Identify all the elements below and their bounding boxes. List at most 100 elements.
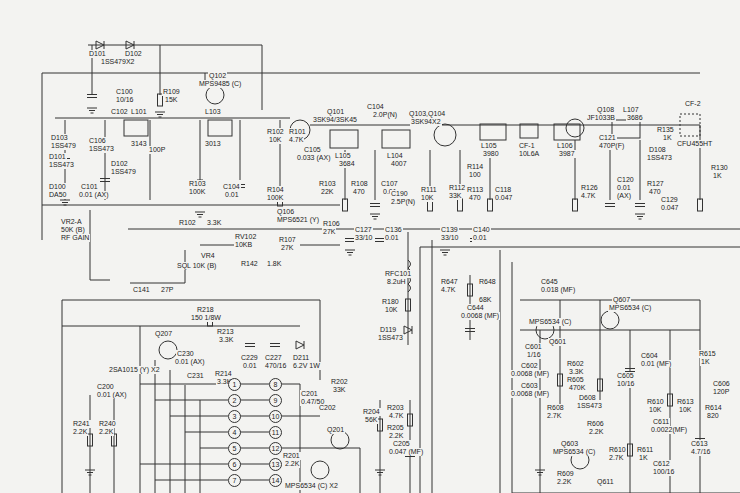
part-label: C136 bbox=[384, 226, 403, 234]
part-label: 3987 bbox=[558, 150, 576, 158]
part-label: R103 bbox=[318, 180, 337, 188]
part-label: R614 bbox=[704, 404, 723, 412]
part-label: C101 bbox=[80, 183, 99, 191]
part-label: 3980 bbox=[482, 150, 500, 158]
part-label: C118 bbox=[494, 186, 512, 194]
part-label: R203 bbox=[386, 404, 405, 412]
part-label: R602 bbox=[566, 360, 585, 368]
terminal-number: 9 bbox=[269, 394, 282, 407]
part-label: C644 bbox=[466, 304, 485, 312]
part-label: C604 bbox=[640, 352, 659, 360]
part-label: 1K bbox=[712, 172, 723, 180]
terminal-number: 2 bbox=[228, 394, 241, 407]
part-label: R101 bbox=[288, 128, 307, 136]
part-label: C603 bbox=[520, 382, 539, 390]
part-label: 1.8K bbox=[266, 260, 282, 268]
part-label: R240 bbox=[98, 420, 117, 428]
part-label: D103 bbox=[50, 134, 69, 142]
part-label: 3.3K bbox=[218, 336, 234, 344]
part-label: CF-2 bbox=[684, 100, 702, 108]
part-label: 1K bbox=[700, 358, 711, 366]
part-label: R106 bbox=[322, 220, 341, 228]
part-label: R608 bbox=[546, 404, 565, 412]
part-label: C129 bbox=[660, 196, 679, 204]
part-label: R606 bbox=[586, 420, 605, 428]
part-label: 1SS473 bbox=[48, 161, 75, 169]
part-label: 0.047 bbox=[494, 194, 514, 202]
part-label: 4.7/16 bbox=[690, 448, 711, 456]
part-label: Q603 bbox=[560, 440, 579, 448]
part-label: 2.2K bbox=[556, 478, 572, 486]
part-label: 27P bbox=[160, 286, 174, 294]
part-label: D211 bbox=[292, 354, 310, 362]
part-label: L103 bbox=[204, 108, 222, 116]
part-label: R609 bbox=[556, 470, 575, 478]
part-label: Q611 bbox=[596, 478, 615, 486]
part-label: 2.2K bbox=[98, 428, 114, 436]
part-label: 1K bbox=[662, 134, 673, 142]
part-label: C140 bbox=[472, 226, 491, 234]
part-label: 1K bbox=[638, 454, 649, 462]
part-label: 6.2V 1W bbox=[292, 362, 321, 370]
terminal-number: 5 bbox=[228, 442, 241, 455]
part-label: CF-1 bbox=[518, 142, 536, 150]
part-label: R615 bbox=[698, 350, 717, 358]
part-label: C107 bbox=[380, 180, 399, 188]
part-label: VR2-A bbox=[60, 218, 83, 226]
part-label: Q601 bbox=[548, 338, 567, 346]
part-label: R611 bbox=[636, 446, 654, 454]
part-label: 10K bbox=[268, 136, 282, 144]
part-label: R107 bbox=[278, 236, 297, 244]
part-label: 2.7K bbox=[546, 412, 562, 420]
part-label: 1SS479 bbox=[50, 142, 77, 150]
part-label: 100K bbox=[266, 194, 284, 202]
part-label: 150 1/8W bbox=[190, 314, 222, 322]
part-label: 0.01 bbox=[224, 191, 240, 199]
part-label: 470K bbox=[568, 384, 586, 392]
part-label: 470 bbox=[468, 194, 482, 202]
part-label: R218 bbox=[196, 306, 215, 314]
part-label: C612 bbox=[652, 460, 671, 468]
part-label: 1SS473 bbox=[88, 145, 115, 153]
part-label: 10K bbox=[420, 194, 434, 202]
part-label: R102 bbox=[178, 219, 197, 227]
part-label: C201 bbox=[300, 390, 319, 398]
part-label: R610 bbox=[608, 446, 627, 454]
part-label: R114 bbox=[466, 163, 484, 171]
part-label: Q207 bbox=[154, 330, 173, 338]
part-label: MPS6521 (Y) bbox=[276, 216, 320, 224]
part-label: MPS6534 (C) bbox=[528, 318, 572, 326]
part-label: C230 bbox=[176, 350, 195, 358]
part-label: C121 bbox=[598, 134, 617, 142]
part-label: 2SA1015 (Y) X2 bbox=[108, 366, 161, 374]
part-label: C104 bbox=[366, 103, 385, 111]
part-label: 1/16 bbox=[526, 351, 542, 359]
part-label: 8.2uH bbox=[386, 278, 407, 286]
part-label: RV102 bbox=[234, 233, 257, 241]
part-label: L104 bbox=[386, 152, 404, 160]
part-label: C601 bbox=[524, 343, 543, 351]
part-label: MPS6534 (C) bbox=[608, 304, 652, 312]
part-label: 2.0P(N) bbox=[372, 111, 398, 119]
part-label: 2.7K bbox=[608, 454, 624, 462]
part-label: C139 bbox=[440, 226, 459, 234]
part-label: 33/10 bbox=[440, 234, 460, 242]
part-label: 0.01 bbox=[472, 234, 488, 242]
part-label: R180 bbox=[381, 298, 400, 306]
part-label: 0.0068 (MF) bbox=[460, 312, 500, 320]
part-label: Q101 bbox=[326, 108, 345, 116]
part-label: C202 bbox=[318, 404, 337, 412]
part-label: 33K bbox=[332, 386, 346, 394]
part-label: 10K bbox=[648, 406, 662, 414]
part-label: C102 bbox=[110, 108, 129, 116]
part-label: C105 bbox=[303, 146, 322, 154]
part-label: 4.7K bbox=[388, 412, 404, 420]
part-label: C231 bbox=[186, 372, 205, 380]
part-label: 0.01 (AX) bbox=[78, 191, 110, 199]
part-label: D108 bbox=[648, 146, 667, 154]
part-label: D101 bbox=[48, 153, 67, 161]
part-label: 33/10 bbox=[354, 234, 374, 242]
part-label: Q102 bbox=[208, 72, 227, 80]
part-label: 22K bbox=[320, 188, 334, 196]
